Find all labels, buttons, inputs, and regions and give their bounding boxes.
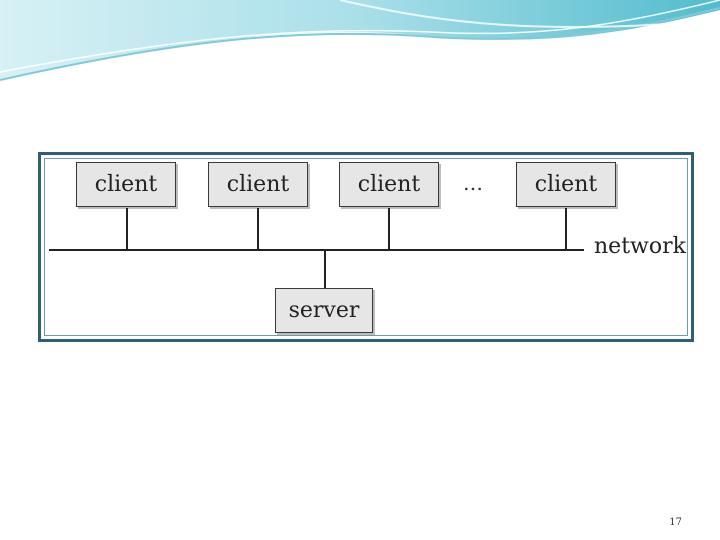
client-label: client xyxy=(226,172,290,197)
client-label: client xyxy=(94,172,158,197)
client-node-1: client xyxy=(76,162,176,207)
network-label: network xyxy=(594,234,686,259)
page-number: 17 xyxy=(669,517,682,528)
client-label: client xyxy=(534,172,598,197)
client-connector xyxy=(565,208,567,251)
server-label: server xyxy=(288,298,360,323)
client-connector xyxy=(126,208,128,251)
network-bus xyxy=(49,249,584,251)
client-connector xyxy=(257,208,259,251)
client-node-3: client xyxy=(339,162,439,207)
server-connector xyxy=(324,251,326,289)
client-connector xyxy=(388,208,390,251)
server-node: server xyxy=(275,288,373,333)
header-wave-decoration xyxy=(0,0,720,81)
client-label: client xyxy=(357,172,421,197)
ellipsis: … xyxy=(463,171,483,195)
client-node-4: client xyxy=(516,162,616,207)
client-server-diagram: client client client … client network se… xyxy=(38,152,694,342)
client-node-2: client xyxy=(208,162,308,207)
